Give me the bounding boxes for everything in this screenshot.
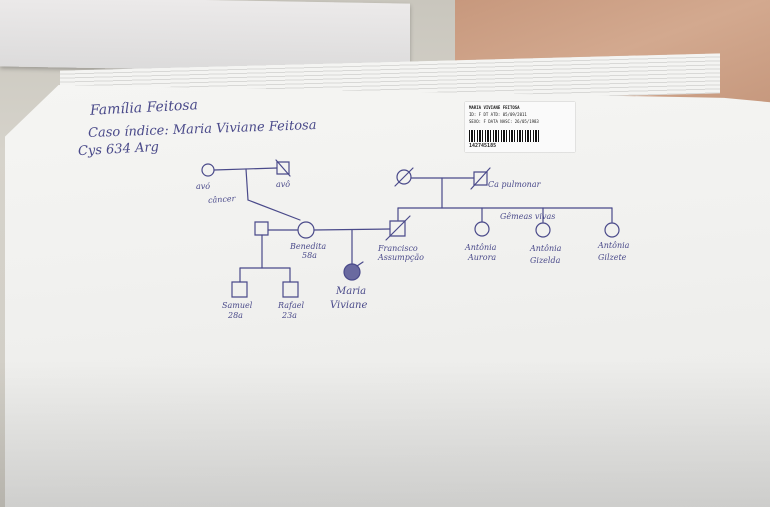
aunt-2-symbol [536,223,550,237]
sticker-code: 142745185 [469,143,497,149]
aunt-1-name: Aurora [468,253,497,262]
sticker-line-3: SEXO: F DATA NASC: 26/05/1983 [469,119,539,124]
aunt-1-label: Antônia [465,243,497,252]
mother-symbol [298,222,314,238]
deceased-slash [276,160,290,176]
mother-age: 58a [302,251,317,260]
brother-1-age: 28a [228,311,243,320]
proband-first-name: Maria [336,286,367,297]
grandmother-right-symbol [397,170,411,184]
aunt-3-symbol [605,223,619,237]
proband-last-name: Viviane [330,300,368,311]
grandparent-note: câncer [207,194,236,205]
brother-2-symbol [283,282,298,297]
brother-2-age: 23a [282,311,297,320]
grandmother-label: avó [196,182,211,191]
aunt-2-label: Antônia [530,244,562,253]
sticker-name: MARIA VIVIANE FEITOSA [469,105,520,110]
aunt-3-name: Gilzete [598,253,627,262]
proband-arrow [357,262,363,266]
pedigree-paper [5,85,770,507]
mother-partner-symbol [255,222,268,235]
hospital-sticker: MARIA VIVIANE FEITOSA ID: F DT ATD: 05/0… [465,102,575,152]
deceased-slash [395,168,413,186]
aunt-2-name: Gizelda [530,256,561,265]
grandfather-right-label: Ca pulmonar [488,180,541,189]
grandfather-label: avô [276,180,291,189]
descent-line [246,169,248,200]
siblings-note: Gêmeas vivas [500,212,556,221]
sticker-line-2: ID: F DT ATD: 05/09/2011 [469,112,527,117]
grandmother-symbol [202,164,214,176]
brother-1-symbol [232,282,247,297]
barcode [469,130,539,142]
proband-symbol [344,264,360,280]
father-label: Francisco Assumpção [378,244,424,262]
aunt-1-symbol [475,222,489,236]
mother-label: Benedita [290,242,327,251]
deceased-slash [386,216,410,240]
brother-1-label: Samuel [222,301,253,310]
deceased-slash [471,168,490,189]
brother-2-label: Rafael [278,301,304,310]
aunt-3-label: Antônia [598,241,630,250]
descent-line [248,200,300,220]
